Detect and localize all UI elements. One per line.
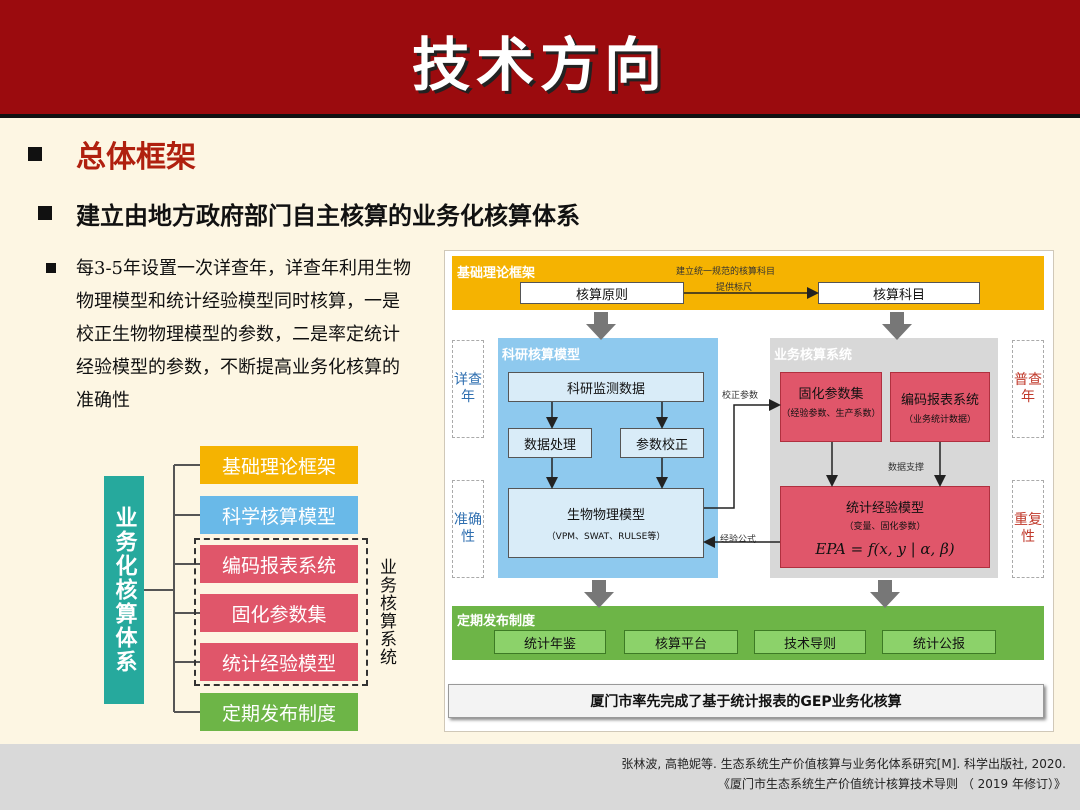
- stat-model-sub: （变量、固化参数）: [844, 522, 926, 532]
- release-item: 统计年鉴: [494, 630, 606, 654]
- node-release-system: 定期发布制度: [200, 693, 358, 731]
- side-label-census-year: 普查年: [1012, 340, 1044, 438]
- side-label-accuracy: 准确性: [452, 480, 484, 578]
- biophysical-model-box: 生物物理模型 （VPM、SWAT、RULSE等）: [508, 488, 704, 558]
- diagram-arrows: [546, 287, 946, 608]
- fixed-params-title: 固化参数集: [798, 387, 864, 402]
- data-support-label: 数据支撑: [888, 463, 925, 473]
- footer-bar: [0, 744, 1080, 810]
- node-coding-system: 编码报表系统: [200, 545, 358, 583]
- calib-params-label: 校正参数: [722, 391, 759, 401]
- root-node: 业务化核算体系: [104, 476, 144, 704]
- side-label-repeatability: 重复性: [1012, 480, 1044, 578]
- biophysical-model-title: 生物物理模型: [566, 508, 645, 523]
- business-system-group: [194, 538, 368, 686]
- release-item: 核算平台: [624, 630, 738, 654]
- reference-1: 张林波, 高艳妮等. 生态系统生产价值核算与业务化体系研究[M]. 科学出版社,…: [621, 757, 1066, 771]
- group-label: 业务核算系统: [376, 558, 396, 666]
- business-panel-label: 业务核算系统: [774, 348, 853, 363]
- bullet-icon: [38, 206, 52, 220]
- research-panel-label: 科研核算模型: [502, 348, 581, 363]
- research-data-box: 科研监测数据: [508, 372, 704, 402]
- subject-box: 核算科目: [818, 282, 980, 304]
- fixed-params-sub: （经验参数、生产系数）: [781, 409, 881, 419]
- formula: EPA = f(x, y | α, β): [815, 540, 955, 558]
- page-title: 技术方向: [411, 31, 668, 99]
- section-heading: 总体框架: [76, 140, 196, 175]
- principle-box: 核算原则: [520, 282, 684, 304]
- coding-system-box: 编码报表系统 （业务统计数据）: [890, 372, 990, 442]
- release-item: 技术导则: [754, 630, 866, 654]
- side-label-detail-year: 详查年: [452, 340, 484, 438]
- reference-2: 《厦门市生态系统生产价值统计核算技术导则 （ 2019 年修订）》: [718, 777, 1066, 791]
- release-item: 统计公报: [882, 630, 996, 654]
- bullet-icon: [28, 147, 42, 161]
- fixed-params-box: 固化参数集 （经验参数、生产系数）: [780, 372, 882, 442]
- param-calibration-box: 参数校正: [620, 428, 704, 458]
- node-basic-theory: 基础理论框架: [200, 446, 358, 484]
- coding-system-title: 编码报表系统: [900, 393, 979, 408]
- bullet-icon: [46, 263, 56, 273]
- stat-model-title: 统计经验模型: [845, 501, 924, 516]
- subsection-heading: 建立由地方政府部门自主核算的业务化核算体系: [76, 202, 580, 230]
- data-processing-box: 数据处理: [508, 428, 592, 458]
- theory-band-label: 基础理论框架: [457, 266, 536, 281]
- top-note-2: 提供标尺: [716, 283, 753, 293]
- release-band-label: 定期发布制度: [457, 614, 536, 629]
- top-note: 建立统一规范的核算科目: [676, 267, 776, 277]
- title-bar: [0, 0, 1080, 118]
- biophysical-model-sub: （VPM、SWAT、RULSE等）: [546, 532, 666, 542]
- stat-model-box: 统计经验模型 （变量、固化参数） EPA = f(x, y | α, β): [780, 486, 990, 568]
- node-stat-model: 统计经验模型: [200, 643, 358, 681]
- node-science-model: 科学核算模型: [200, 496, 358, 534]
- description-paragraph: 每3-5年设置一次详查年，详查年利用生物物理模型和统计经验模型同时核算，一是校正…: [76, 258, 411, 411]
- coding-system-sub: （业务统计数据）: [903, 415, 976, 425]
- exp-formula-label: 经验公式: [720, 535, 757, 545]
- diagram-caption: 厦门市率先完成了基于统计报表的GEP业务化核算: [448, 684, 1044, 718]
- node-fixed-params: 固化参数集: [200, 594, 358, 632]
